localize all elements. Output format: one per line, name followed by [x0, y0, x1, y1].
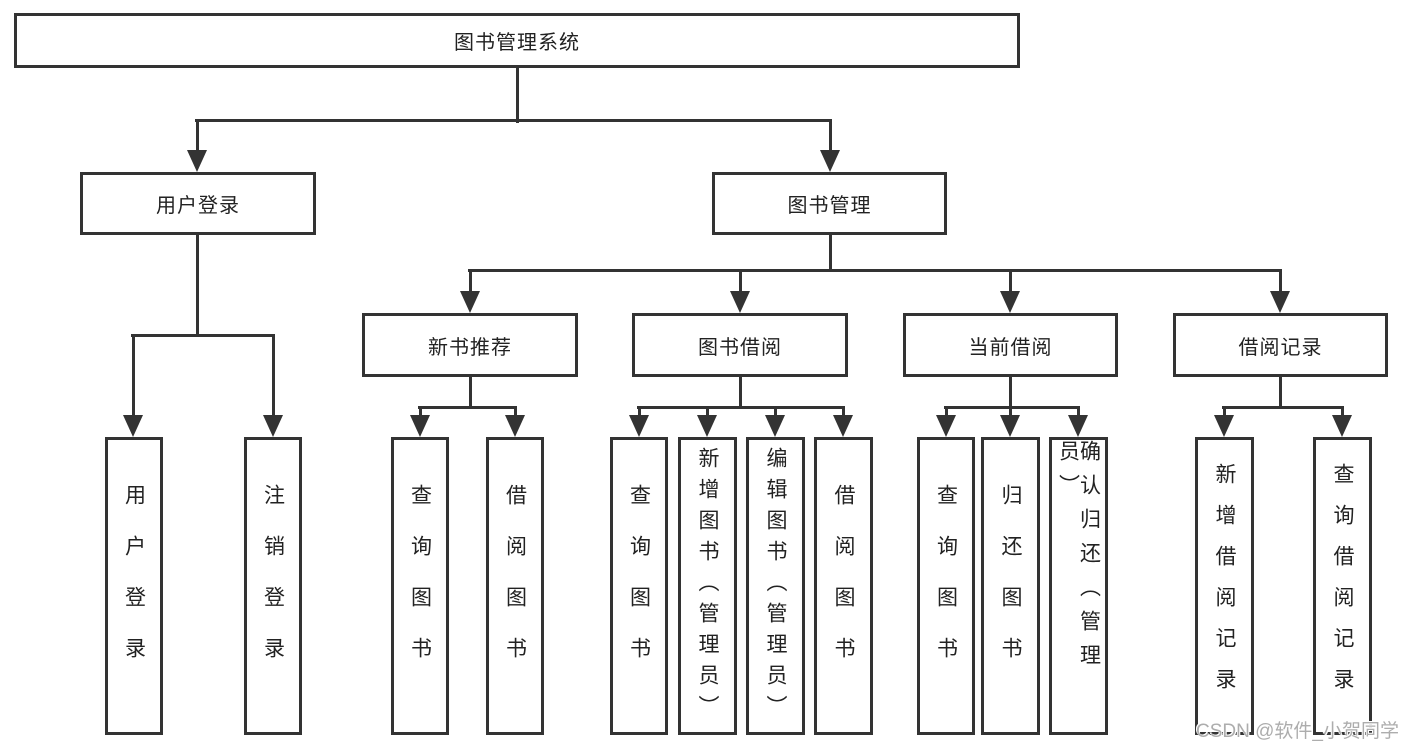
leaf-return-book-label: 归还图书	[999, 484, 1022, 688]
node-book-borrow: 图书借阅	[632, 313, 848, 377]
connector-line	[829, 119, 832, 152]
arrow-head	[1068, 415, 1088, 437]
node-borrow-records-label: 借阅记录	[1238, 336, 1323, 359]
node-current-borrow-label: 当前借阅	[968, 336, 1053, 359]
connector-line	[1009, 406, 1012, 417]
connector-line	[739, 269, 742, 293]
arrow-head	[460, 291, 480, 313]
leaf-query-books-newbook: 查询图书	[391, 437, 449, 735]
connector-line	[132, 334, 135, 416]
connector-line	[829, 235, 832, 272]
connector-line	[1009, 269, 1012, 293]
connector-line	[1279, 269, 1282, 293]
arrow-head	[936, 415, 956, 437]
arrow-head	[410, 415, 430, 437]
connector-line	[469, 377, 472, 409]
connector-line	[739, 377, 742, 409]
arrow-head	[1214, 415, 1234, 437]
node-book-management-label: 图书管理	[787, 195, 872, 217]
leaf-logout: 注销登录	[244, 437, 302, 735]
csdn-watermark: CSDN @软件_小贺同学	[1196, 721, 1399, 742]
node-user-login-label: 用户登录	[156, 195, 240, 217]
connector-line	[1223, 406, 1226, 417]
arrow-head	[1270, 291, 1290, 313]
leaf-confirm-return-admin: 确认归还（管理员）	[1049, 437, 1108, 735]
connector-line	[706, 406, 709, 417]
arrow-head	[1332, 415, 1352, 437]
connector-line	[1279, 377, 1282, 409]
node-book-borrow-label: 图书借阅	[698, 336, 782, 359]
leaf-return-book: 归还图书	[981, 437, 1040, 735]
connector-line	[195, 119, 832, 122]
leaf-add-borrow-record-label: 新增借阅记录	[1213, 463, 1236, 709]
arrow-head	[730, 291, 750, 313]
connector-line	[638, 406, 641, 417]
node-new-book-recommend-label: 新书推荐	[428, 336, 512, 359]
connector-line	[637, 406, 845, 409]
connector-line	[842, 406, 845, 417]
connector-line	[272, 334, 275, 416]
arrow-head	[123, 415, 143, 437]
connector-line	[1077, 406, 1080, 417]
arrow-head	[765, 415, 785, 437]
connector-line	[196, 235, 199, 337]
leaf-query-books-newbook-label: 查询图书	[408, 484, 432, 688]
connector-line	[418, 406, 517, 409]
leaf-edit-book-admin-label: 编辑图书（管理员）	[764, 446, 787, 726]
arrow-head	[820, 150, 840, 172]
leaf-query-borrow-record: 查询借阅记录	[1313, 437, 1372, 735]
arrow-head	[629, 415, 649, 437]
connector-line	[131, 334, 275, 337]
leaf-borrow-books-newbook-label: 借阅图书	[503, 484, 527, 688]
leaf-borrow-books-borrow-label: 借阅图书	[832, 484, 855, 688]
node-new-book-recommend: 新书推荐	[362, 313, 578, 377]
leaf-add-book-admin: 新增图书（管理员）	[678, 437, 737, 735]
leaf-query-books-current-label: 查询图书	[934, 484, 958, 688]
leaf-logout-label: 注销登录	[261, 484, 285, 688]
leaf-query-books-current: 查询图书	[917, 437, 975, 735]
node-user-login: 用户登录	[80, 172, 316, 235]
leaf-borrow-books-borrow: 借阅图书	[814, 437, 873, 735]
leaf-query-borrow-record-label: 查询借阅记录	[1331, 463, 1354, 709]
connector-line	[1341, 406, 1344, 417]
connector-line	[419, 406, 422, 417]
leaf-query-books-borrow: 查询图书	[610, 437, 668, 735]
node-current-borrow: 当前借阅	[903, 313, 1118, 377]
node-root: 图书管理系统	[14, 13, 1020, 68]
leaf-user-login-label: 用户登录	[122, 484, 146, 688]
node-book-management: 图书管理	[712, 172, 947, 235]
arrow-head	[263, 415, 283, 437]
leaf-edit-book-admin: 编辑图书（管理员）	[746, 437, 805, 735]
connector-line	[196, 119, 199, 152]
arrow-head	[1000, 291, 1020, 313]
arrow-head	[505, 415, 525, 437]
leaf-add-borrow-record: 新增借阅记录	[1195, 437, 1254, 735]
leaf-query-books-borrow-label: 查询图书	[627, 484, 651, 688]
arrow-head	[1000, 415, 1020, 437]
arrow-head	[833, 415, 853, 437]
node-root-label: 图书管理系统	[454, 32, 580, 54]
connector-line	[516, 68, 519, 123]
connector-line	[1222, 406, 1344, 409]
leaf-user-login: 用户登录	[105, 437, 163, 735]
connector-line	[469, 269, 472, 293]
node-borrow-records: 借阅记录	[1173, 313, 1388, 377]
connector-line	[514, 406, 517, 417]
arrow-head	[187, 150, 207, 172]
leaf-borrow-books-newbook: 借阅图书	[486, 437, 544, 735]
leaf-confirm-return-admin-label: 确认归还（管理员）	[1056, 440, 1101, 678]
connector-line	[944, 406, 1080, 409]
connector-line	[468, 269, 1282, 272]
arrow-head	[697, 415, 717, 437]
connector-line	[774, 406, 777, 417]
connector-line	[945, 406, 948, 417]
leaf-add-book-admin-label: 新增图书（管理员）	[696, 446, 719, 726]
connector-line	[1009, 377, 1012, 409]
